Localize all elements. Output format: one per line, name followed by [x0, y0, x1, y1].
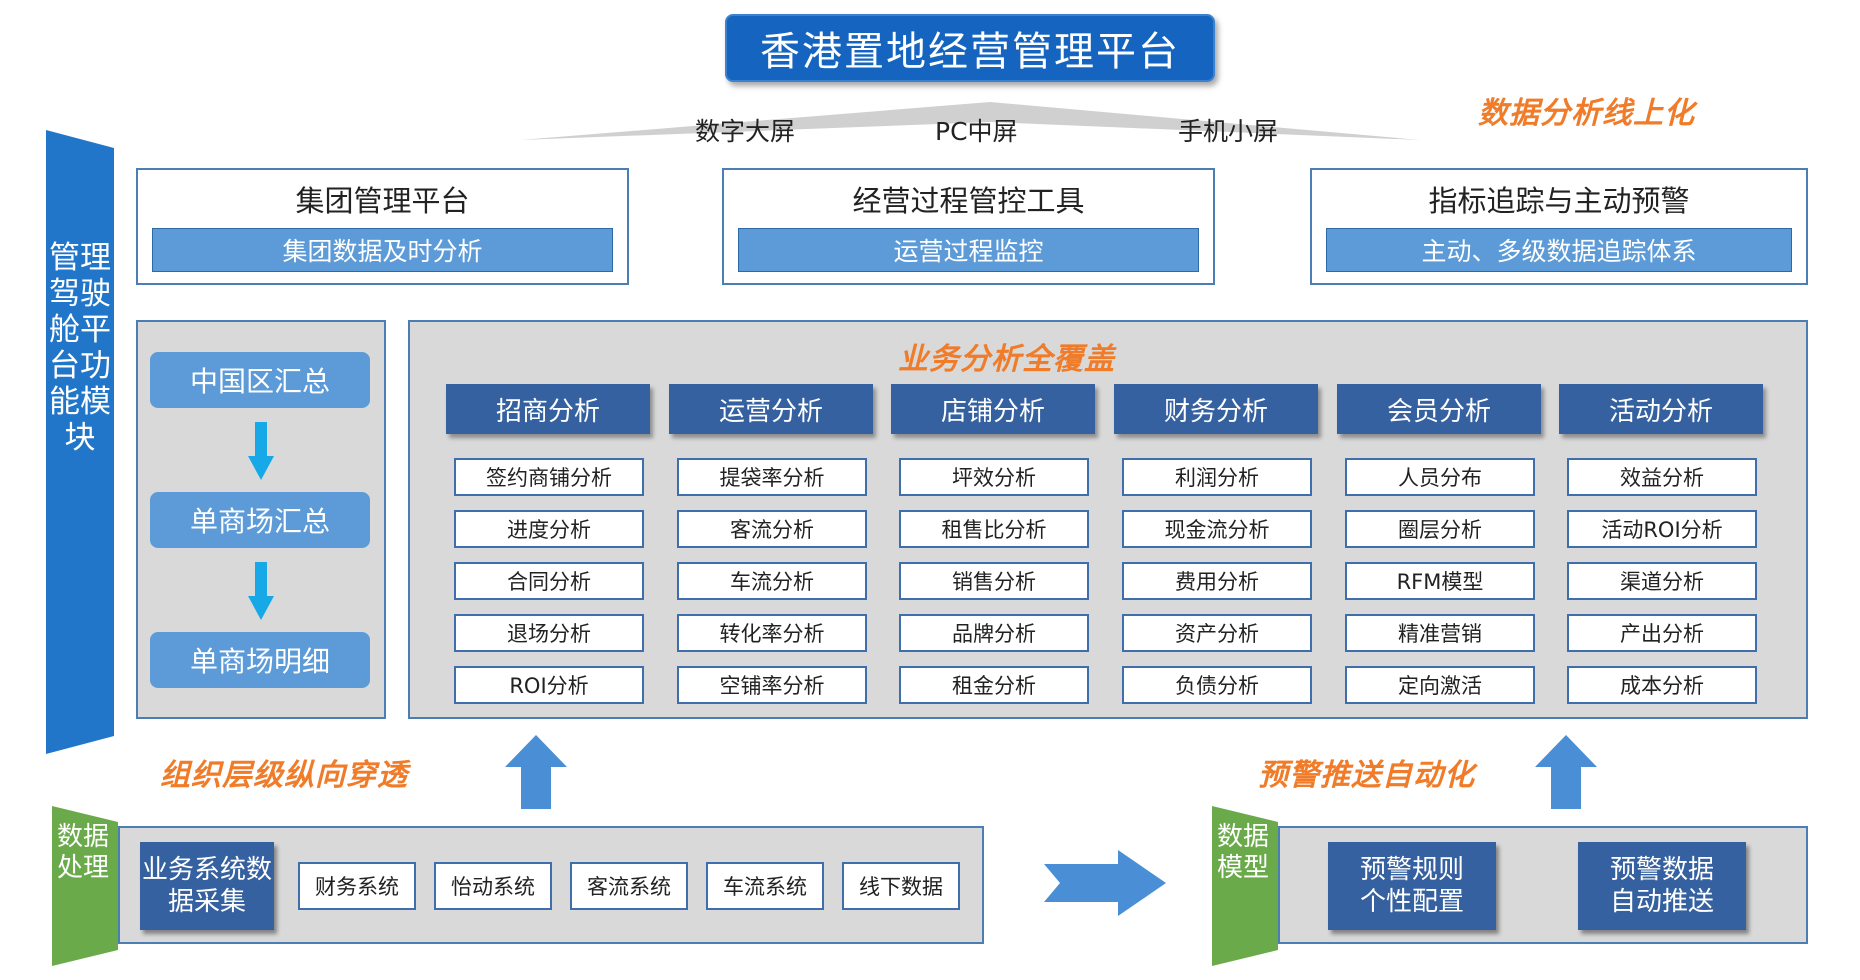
analysis-item: 坪效分析: [899, 458, 1089, 496]
hierarchy-mall-summary: 单商场汇总: [150, 492, 370, 548]
system-item: 客流系统: [570, 862, 688, 910]
system-item: 线下数据: [842, 862, 960, 910]
analysis-item: 定向激活: [1345, 666, 1535, 704]
platform-group: 集团管理平台 集团数据及时分析: [136, 168, 629, 285]
analysis-item: 利润分析: [1122, 458, 1312, 496]
analysis-item: 租售比分析: [899, 510, 1089, 548]
coverage-label: 业务分析全覆盖: [898, 342, 1115, 377]
screen-label-large: 数字大屏: [695, 117, 796, 146]
data-processing-banner: [52, 806, 118, 966]
category-header: 招商分析: [446, 384, 650, 434]
cockpit-label: 管理驾驶舱平台功能模块: [49, 240, 111, 456]
analysis-item: ROI分析: [454, 666, 644, 704]
alert-label: 预警推送自动化: [1258, 758, 1475, 793]
system-item: 财务系统: [298, 862, 416, 910]
analysis-item: 渠道分析: [1567, 562, 1757, 600]
analysis-item: 品牌分析: [899, 614, 1089, 652]
analysis-item: 客流分析: [677, 510, 867, 548]
collector-button: 业务系统数据采集: [140, 842, 274, 930]
page-title: 香港置地经营管理平台: [725, 14, 1215, 82]
hierarchy-mall-detail: 单商场明细: [150, 632, 370, 688]
up-arrow-icon: [505, 735, 567, 809]
platform-bar: 运营过程监控: [738, 228, 1199, 272]
analysis-item: 销售分析: [899, 562, 1089, 600]
system-item: 怡动系统: [434, 862, 552, 910]
category-header: 活动分析: [1559, 384, 1763, 434]
analysis-item: 费用分析: [1122, 562, 1312, 600]
platform-title: 经营过程管控工具: [852, 184, 1085, 218]
cockpit-banner: [46, 130, 114, 754]
analysis-item: 精准营销: [1345, 614, 1535, 652]
analysis-item: 成本分析: [1567, 666, 1757, 704]
system-item: 车流系统: [706, 862, 824, 910]
analysis-item: 圈层分析: [1345, 510, 1535, 548]
platform-title: 指标追踪与主动预警: [1428, 184, 1690, 218]
analysis-item: RFM模型: [1345, 562, 1535, 600]
analysis-item: 签约商铺分析: [454, 458, 644, 496]
analysis-item: 空铺率分析: [677, 666, 867, 704]
analysis-item: 效益分析: [1567, 458, 1757, 496]
analysis-item: 产出分析: [1567, 614, 1757, 652]
analysis-item: 提袋率分析: [677, 458, 867, 496]
analysis-item: 车流分析: [677, 562, 867, 600]
analysis-item: 合同分析: [454, 562, 644, 600]
category-header: 财务分析: [1114, 384, 1318, 434]
data-model-banner: [1212, 806, 1278, 966]
online-label: 数据分析线上化: [1478, 96, 1695, 131]
platform-bar: 主动、多级数据追踪体系: [1326, 228, 1792, 272]
down-arrow-icon: [248, 562, 274, 620]
alert-push-button: 预警数据自动推送: [1578, 842, 1746, 930]
platform-bar: 集团数据及时分析: [152, 228, 613, 272]
hierarchy-china: 中国区汇总: [150, 352, 370, 408]
screen-label-pc: PC中屏: [935, 117, 1018, 146]
alert-rules-button: 预警规则个性配置: [1328, 842, 1496, 930]
analysis-item: 活动ROI分析: [1567, 510, 1757, 548]
analysis-item: 资产分析: [1122, 614, 1312, 652]
analysis-item: 退场分析: [454, 614, 644, 652]
data-processing-label: 数据处理: [56, 822, 109, 883]
up-arrow-icon: [1535, 735, 1597, 809]
platform-alert: 指标追踪与主动预警 主动、多级数据追踪体系: [1310, 168, 1808, 285]
platform-title: 集团管理平台: [295, 184, 470, 218]
category-header: 运营分析: [669, 384, 873, 434]
category-header: 会员分析: [1337, 384, 1541, 434]
analysis-item: 租金分析: [899, 666, 1089, 704]
platform-process: 经营过程管控工具 运营过程监控: [722, 168, 1215, 285]
down-arrow-icon: [248, 422, 274, 480]
right-arrow-icon: [1044, 850, 1166, 916]
screen-label-mobile: 手机小屏: [1178, 117, 1279, 146]
analysis-item: 现金流分析: [1122, 510, 1312, 548]
analysis-item: 人员分布: [1345, 458, 1535, 496]
analysis-item: 负债分析: [1122, 666, 1312, 704]
category-header: 店铺分析: [891, 384, 1095, 434]
screens-fan-graphic: [520, 102, 1420, 140]
data-model-label: 数据模型: [1216, 822, 1269, 883]
analysis-item: 进度分析: [454, 510, 644, 548]
analysis-item: 转化率分析: [677, 614, 867, 652]
org-label: 组织层级纵向穿透: [160, 758, 408, 793]
